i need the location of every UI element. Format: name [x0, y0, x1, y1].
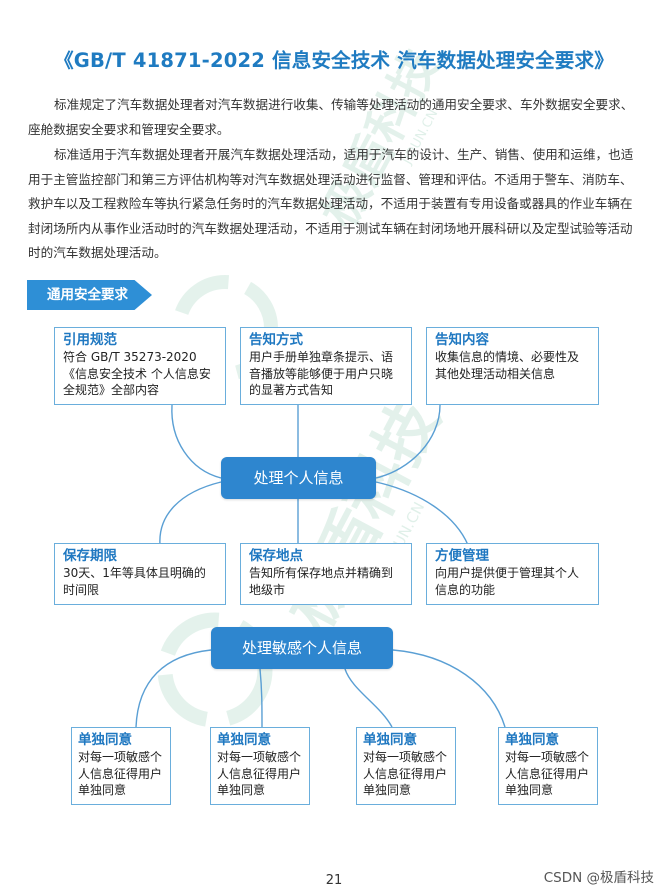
- box-body: 对每一项敏感个人信息征得用户单独同意: [505, 750, 590, 797]
- box-title: 单独同意: [363, 732, 417, 748]
- box-title: 引用规范: [63, 332, 117, 348]
- watermark-logo-icon: [157, 612, 273, 728]
- box-body: 对每一项敏感个人信息征得用户单独同意: [363, 750, 448, 797]
- box-notification-method: 告知方式 用户手册单独章条提示、语音播放等能够便于用户只晓的显著方式告知: [240, 327, 412, 405]
- section-banner: 通用安全要求: [27, 280, 152, 310]
- box-separate-consent: 单独同意 对每一项敏感个人信息征得用户单独同意: [356, 727, 456, 805]
- box-easy-management: 方便管理 向用户提供便于管理其个人信息的功能: [426, 543, 599, 605]
- intro-paragraph: 标准规定了汽车数据处理者对汽车数据进行收集、传输等处理活动的通用安全要求、车外数…: [28, 97, 634, 137]
- box-body: 对每一项敏感个人信息征得用户单独同意: [217, 750, 302, 797]
- page-title: 《GB/T 41871-2022 信息安全技术 汽车数据处理安全要求》: [54, 49, 614, 72]
- box-separate-consent: 单独同意 对每一项敏感个人信息征得用户单独同意: [71, 727, 171, 805]
- page-number: 21: [325, 873, 343, 888]
- box-body: 30天、1年等具体且明确的时间限: [63, 566, 206, 597]
- source-credit: CSDN @极盾科技: [543, 870, 654, 886]
- center-node-personal-info: 处理个人信息: [221, 457, 376, 499]
- box-body: 用户手册单独章条提示、语音播放等能够便于用户只晓的显著方式告知: [249, 350, 394, 397]
- box-title: 单独同意: [78, 732, 132, 748]
- box-body: 告知所有保存地点并精确到地级市: [249, 566, 394, 597]
- box-notification-content: 告知内容 收集信息的情境、必要性及其他处理活动相关信息: [426, 327, 599, 405]
- box-body: 向用户提供便于管理其个人信息的功能: [435, 566, 580, 597]
- box-title: 单独同意: [505, 732, 559, 748]
- box-body: 符合 GB/T 35273-2020《信息安全技术 个人信息安全规范》全部内容: [63, 350, 211, 397]
- box-separate-consent: 单独同意 对每一项敏感个人信息征得用户单独同意: [210, 727, 310, 805]
- center-node-sensitive-info: 处理敏感个人信息: [211, 627, 393, 669]
- box-separate-consent: 单独同意 对每一项敏感个人信息征得用户单独同意: [498, 727, 598, 805]
- box-body: 对每一项敏感个人信息征得用户单独同意: [78, 750, 163, 797]
- box-title: 单独同意: [217, 732, 271, 748]
- box-title: 方便管理: [435, 548, 489, 564]
- scope-paragraph: 标准适用于汽车数据处理者开展汽车数据处理活动，适用于汽车的设计、生产、销售、使用…: [28, 147, 634, 260]
- box-body: 收集信息的情境、必要性及其他处理活动相关信息: [435, 350, 580, 381]
- box-citation-standard: 引用规范 符合 GB/T 35273-2020《信息安全技术 个人信息安全规范》…: [54, 327, 226, 405]
- box-retention-period: 保存期限 30天、1年等具体且明确的时间限: [54, 543, 226, 605]
- box-title: 保存期限: [63, 548, 117, 564]
- box-storage-location: 保存地点 告知所有保存地点并精确到地级市: [240, 543, 412, 605]
- box-title: 告知方式: [249, 332, 303, 348]
- box-title: 告知内容: [435, 332, 489, 348]
- box-title: 保存地点: [249, 548, 303, 564]
